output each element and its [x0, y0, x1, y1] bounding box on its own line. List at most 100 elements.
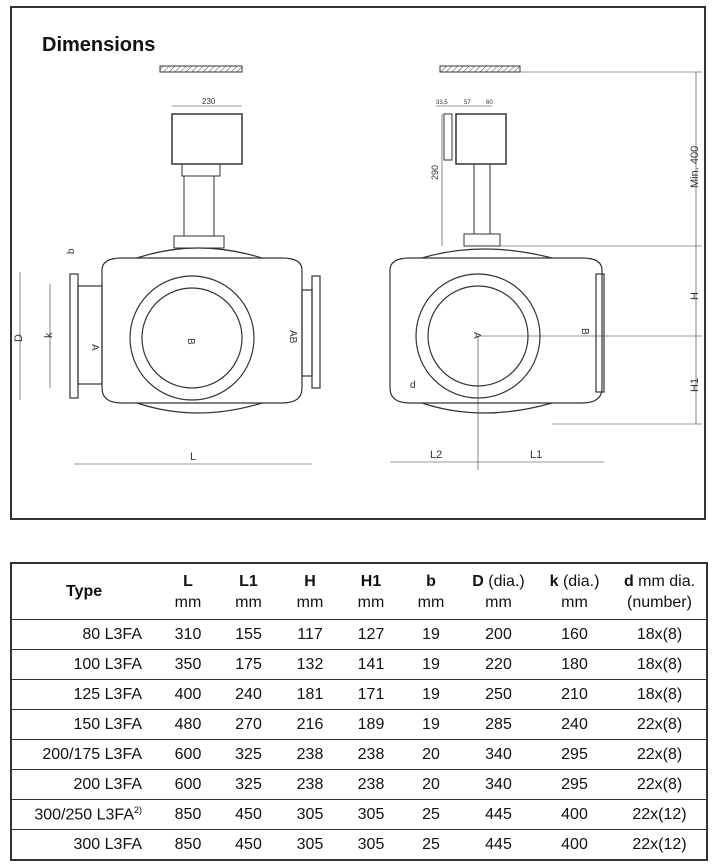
column-header: k (dia.)mm: [536, 563, 613, 620]
column-header: d mm dia. (number): [613, 563, 707, 620]
value-cell: 18x(8): [613, 649, 707, 680]
value-cell: 18x(8): [613, 619, 707, 650]
value-cell: 400: [536, 829, 613, 860]
header-suffix: (dia.): [558, 572, 600, 590]
ceiling-hatch-left: [159, 65, 243, 73]
header-label: H: [304, 572, 316, 590]
value-cell: 22x(8): [613, 709, 707, 740]
value-cell: 22x(8): [613, 769, 707, 800]
value-cell: 127: [341, 619, 401, 650]
value-cell: 240: [536, 709, 613, 740]
dim-60: 60: [486, 100, 493, 106]
header-label: d: [623, 572, 634, 590]
value-cell: 22x(8): [613, 739, 707, 770]
value-cell: 117: [279, 619, 341, 650]
type-cell: 200 L3FA: [11, 769, 158, 800]
value-cell: 238: [279, 739, 341, 770]
value-cell: 20: [401, 739, 461, 770]
dim-h-label: H: [689, 292, 701, 300]
dimensions-drawing-panel: Dimensions 230 A B AB D k b L 33,5 57 60…: [10, 6, 706, 520]
header-unit: mm: [235, 593, 262, 611]
value-cell: 175: [218, 649, 279, 680]
value-cell: 22x(12): [613, 799, 707, 830]
dim-290: 290: [430, 165, 440, 180]
value-cell: 250: [461, 679, 536, 710]
header-suffix: mm dia.: [633, 572, 696, 590]
value-cell: 240: [218, 679, 279, 710]
column-header: D (dia.)mm: [461, 563, 536, 620]
value-cell: 270: [218, 709, 279, 740]
value-cell: 350: [158, 649, 218, 680]
value-cell: 155: [218, 619, 279, 650]
value-cell: 25: [401, 799, 461, 830]
value-cell: 325: [218, 739, 279, 770]
value-cell: 19: [401, 709, 461, 740]
header-label: Type: [66, 583, 103, 600]
value-cell: 850: [158, 829, 218, 860]
dim-33-5: 33,5: [436, 100, 448, 106]
value-cell: 18x(8): [613, 679, 707, 710]
type-value: 125 L3FA: [73, 685, 143, 703]
ceiling-hatch-right: [439, 65, 521, 73]
section-title: Dimensions: [42, 34, 156, 56]
value-cell: 325: [218, 769, 279, 800]
value-cell: 445: [461, 799, 536, 830]
type-value: 300 L3FA: [73, 835, 143, 853]
dim-k-label: k: [43, 332, 55, 338]
value-cell: 310: [158, 619, 218, 650]
value-cell: 238: [279, 769, 341, 800]
value-cell: 132: [279, 649, 341, 680]
value-cell: 19: [401, 679, 461, 710]
valve-body-left: [69, 247, 321, 414]
dim-l1-label: L1: [530, 449, 542, 461]
value-cell: 600: [158, 769, 218, 800]
type-value: 100 L3FA: [73, 655, 143, 673]
type-cell: 150 L3FA: [11, 709, 158, 740]
value-cell: 25: [401, 829, 461, 860]
type-value: 200/175 L3FA: [42, 745, 142, 763]
header-suffix: (dia.): [483, 572, 525, 590]
value-cell: 210: [536, 679, 613, 710]
value-cell: 160: [536, 619, 613, 650]
value-cell: 180: [536, 649, 613, 680]
value-cell: 600: [158, 739, 218, 770]
type-cell: 80 L3FA: [11, 619, 158, 650]
value-cell: 450: [218, 829, 279, 860]
type-value: 300/250 L3FA: [34, 806, 134, 824]
type-cell: 300 L3FA: [11, 829, 158, 860]
actuator-left: [171, 105, 243, 249]
value-cell: 305: [279, 829, 341, 860]
actuator-right: [436, 105, 507, 247]
dim-d-label: D: [13, 334, 25, 342]
header-label: L1: [239, 572, 258, 590]
type-value: 150 L3FA: [73, 715, 143, 733]
type-value: 200 L3FA: [73, 775, 143, 793]
column-header: L1 mm: [218, 563, 279, 620]
type-cell: 100 L3FA: [11, 649, 158, 680]
value-cell: 305: [279, 799, 341, 830]
header-unit: mm: [485, 593, 512, 611]
type-cell: 200/175 L3FA: [11, 739, 158, 770]
header-unit: mm: [296, 593, 324, 611]
value-cell: 340: [461, 739, 536, 770]
value-cell: 171: [341, 679, 401, 710]
header-unit: (number): [627, 593, 692, 611]
header-label: L: [183, 572, 193, 590]
value-cell: 20: [401, 769, 461, 800]
header-label: H1: [360, 572, 382, 590]
value-cell: 400: [536, 799, 613, 830]
port-label-a: A: [89, 344, 100, 351]
value-cell: 141: [341, 649, 401, 680]
value-cell: 19: [401, 649, 461, 680]
port-label-b: B: [185, 338, 196, 345]
value-cell: 295: [536, 769, 613, 800]
